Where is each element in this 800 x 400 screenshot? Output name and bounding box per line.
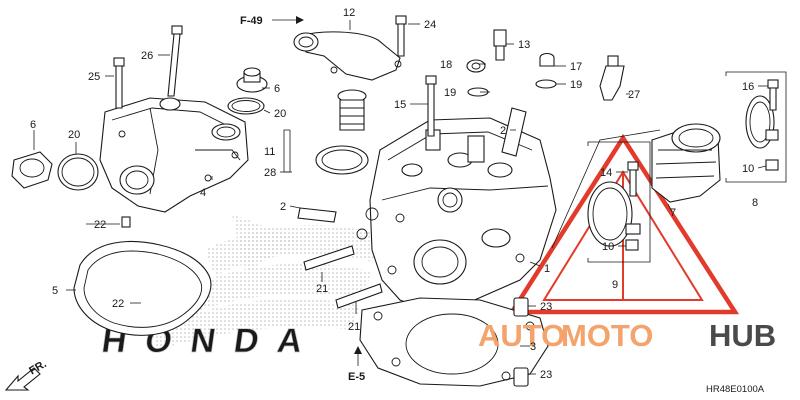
thermostat-housing	[293, 31, 402, 81]
thermostat-11	[337, 89, 367, 131]
oil-filler-cap-6-right	[236, 67, 268, 93]
o-ring-20-right	[227, 97, 265, 115]
front-direction-label: FR.	[27, 358, 48, 377]
ref-label-bottom: E-5	[348, 371, 365, 383]
stud-21b	[335, 283, 383, 309]
callout-3: 3	[530, 341, 536, 353]
band-assembly-8	[745, 95, 779, 149]
callout-4: 4	[200, 187, 206, 199]
watermark-auto: AUTO	[478, 318, 565, 353]
cylinder-head	[356, 117, 557, 313]
bolt-22a	[121, 216, 131, 228]
callout-19a: 19	[444, 87, 456, 99]
nut-10b	[765, 159, 779, 171]
sensor-13	[493, 29, 507, 61]
gasket-28	[315, 145, 369, 175]
callout-20a: 20	[68, 129, 80, 141]
washer-19-right	[535, 79, 557, 89]
dowel-23-lower	[513, 367, 529, 387]
bracket-11	[283, 129, 290, 173]
dowel-pin-2-top	[501, 107, 527, 157]
callout-6a: 6	[30, 119, 36, 131]
bolt-24	[395, 15, 407, 57]
stud-21a	[303, 245, 355, 271]
callout-1: 1	[544, 263, 550, 275]
callout-8: 8	[752, 197, 758, 209]
dowel-23-upper	[513, 297, 529, 317]
watermark-hub: HUB	[709, 318, 776, 353]
bolt-25	[113, 57, 125, 109]
callout-19b: 19	[570, 79, 582, 91]
callout-23b: 23	[540, 369, 552, 381]
callout-5: 5	[52, 285, 58, 297]
bracket-8	[725, 71, 787, 183]
bolt-15	[425, 75, 437, 137]
watermark-text: AUTO MOTO HUB	[478, 318, 776, 353]
callout-25: 25	[88, 71, 100, 83]
ref-f49-arrow	[272, 16, 304, 24]
callout-13: 13	[518, 39, 530, 51]
callout-20b: 20	[274, 108, 286, 120]
callout-24: 24	[424, 19, 436, 31]
nut-10a	[625, 239, 639, 251]
cap-nut-17	[539, 52, 555, 67]
callout-28: 28	[264, 167, 276, 179]
dowel-pin-2-left	[297, 207, 337, 223]
cylinder-head-cover	[99, 97, 249, 213]
figure-code: HR48E0100A	[706, 384, 765, 395]
spark-plug-27	[599, 55, 625, 101]
oil-filler-cap-6-left	[11, 151, 53, 189]
callout-21a: 21	[316, 283, 328, 295]
ref-label-top: F-49	[240, 15, 263, 27]
screw-14	[627, 161, 639, 197]
callout-2: 2	[500, 125, 506, 137]
callout-11: 11	[264, 146, 275, 158]
callout-26: 26	[141, 50, 153, 62]
front-direction-arrow	[4, 367, 41, 391]
head-cover-gasket	[73, 240, 212, 336]
callout-10b: 10	[742, 163, 754, 175]
callout-22b: 22	[112, 298, 124, 310]
bolt-26	[167, 25, 183, 97]
callout-6b: 6	[274, 83, 280, 95]
honda-wing-logo	[150, 214, 382, 350]
callout-15: 15	[394, 99, 406, 111]
callout-9: 9	[612, 279, 618, 291]
callout-numbers: 1 2 2 3 4 5 6 6 7 8 9 10 10 11 12 13 14 …	[30, 7, 758, 381]
o-ring-20-left	[57, 153, 99, 191]
bracket-9	[587, 141, 651, 263]
ref-e5-arrow	[354, 346, 362, 366]
callout-10a: 10	[602, 241, 614, 253]
callout-23a: 23	[540, 301, 552, 313]
callout-27: 27	[628, 89, 640, 101]
callout-12: 12	[343, 7, 355, 19]
callout-16: 16	[742, 81, 754, 93]
watermark-moto: MOTO	[561, 318, 653, 353]
leader-lines	[33, 20, 768, 375]
callout-22a: 22	[94, 219, 106, 231]
callout-17: 17	[570, 61, 582, 73]
callout-21b: 21	[348, 321, 360, 333]
nut-18	[466, 59, 486, 73]
callout-14: 14	[600, 167, 612, 179]
band-assembly-9	[587, 181, 641, 247]
screw-16	[767, 79, 779, 111]
callout-7: 7	[670, 207, 676, 219]
callout-2b: 2	[280, 201, 286, 213]
callout-18: 18	[440, 59, 452, 71]
intake-insulator	[651, 123, 721, 203]
